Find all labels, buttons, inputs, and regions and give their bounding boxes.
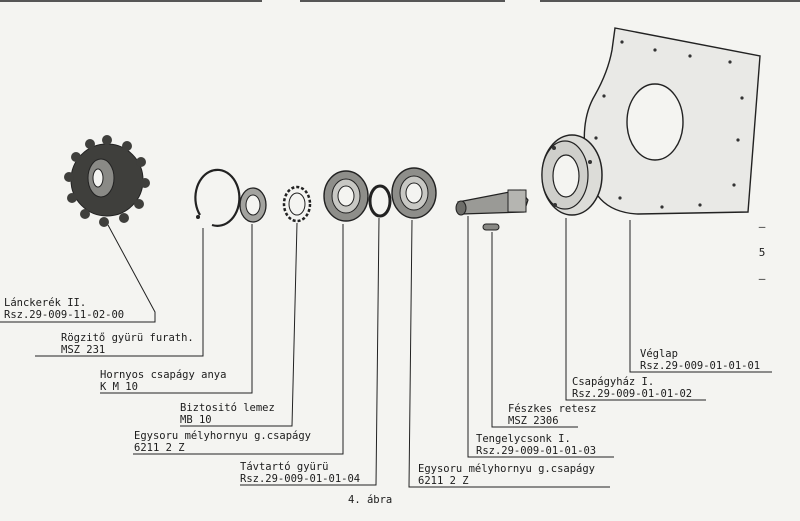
leader-lines bbox=[0, 216, 772, 488]
part-name: Fészkes retesz bbox=[508, 403, 597, 415]
page-number: – 5 – bbox=[758, 220, 766, 285]
leader-tavtarto bbox=[240, 217, 380, 486]
label-tengelycsonk: Tengelycsonk I. Rsz.29-009-01-01-03 bbox=[476, 433, 596, 457]
leader-hornyos bbox=[100, 224, 253, 394]
lanckerek-part bbox=[64, 135, 150, 227]
part-code: Rsz.29-009-01-01-02 bbox=[572, 388, 693, 400]
label-veglap: Véglap Rsz.29-009-01-01-01 bbox=[640, 348, 760, 372]
part-name: Egysoru mélyhornyu g.csapágy bbox=[418, 463, 596, 475]
veglap-part bbox=[583, 27, 761, 215]
leader-veglap bbox=[629, 220, 772, 373]
part-code: MSZ 2306 bbox=[508, 415, 559, 427]
leader-csapagyhaz bbox=[565, 218, 706, 401]
label-biztosito: Biztositó lemez MB 10 bbox=[180, 402, 275, 426]
leader-tengelycsonk bbox=[467, 216, 614, 458]
label-egysoru1: Egysoru mélyhornyu g.csapágy 6211 2 Z bbox=[134, 430, 311, 454]
part-name: Tengelycsonk I. bbox=[476, 433, 571, 445]
part-code: 6211 2 Z bbox=[418, 475, 469, 487]
label-rogzito: Rögzitő gyürü furath. MSZ 231 bbox=[61, 332, 194, 356]
figure-caption: 4. ábra bbox=[348, 494, 393, 506]
part-code: Rsz.29-009-01-01-01 bbox=[640, 360, 761, 372]
part-code: 6211 2 Z bbox=[134, 442, 185, 454]
part-name: Lánckerék II. bbox=[4, 297, 87, 309]
label-csapagyhaz: Csapágyház I. Rsz.29-009-01-01-02 bbox=[572, 376, 692, 400]
biztosito-lemez-part bbox=[282, 185, 312, 223]
part-code: K M 10 bbox=[100, 381, 138, 393]
feszkes-retesz-part bbox=[482, 223, 500, 231]
label-hornyos: Hornyos csapágy anya K M 10 bbox=[100, 369, 226, 393]
part-code: MSZ 231 bbox=[61, 344, 106, 356]
part-name: Hornyos csapágy anya bbox=[100, 369, 227, 381]
part-name: Egysoru mélyhornyu g.csapágy bbox=[134, 430, 312, 442]
part-name: Véglap bbox=[640, 348, 678, 360]
leader-biztosito bbox=[180, 222, 298, 427]
leader-egysoru2 bbox=[408, 219, 610, 488]
page-number-value: 5 bbox=[758, 246, 766, 259]
part-name: Távtartó gyürü bbox=[240, 461, 329, 473]
csapagyhaz-part bbox=[541, 134, 603, 216]
leader-lanckerek bbox=[0, 224, 156, 323]
part-name: Biztositó lemez bbox=[180, 402, 275, 414]
rogzito-ring-part bbox=[194, 168, 241, 227]
part-code: Rsz.29-009-11-02-00 bbox=[4, 309, 125, 321]
part-code: MB 10 bbox=[180, 414, 212, 426]
leader-feszkes bbox=[491, 232, 578, 428]
label-tavtarto: Távtartó gyürü Rsz.29-009-01-01-04 bbox=[240, 461, 360, 485]
leader-egysoru1 bbox=[133, 224, 344, 455]
label-feszkes: Fészkes retesz MSZ 2306 bbox=[508, 403, 597, 427]
leader-rogzito bbox=[35, 228, 204, 357]
egysoru-bearing-1-part bbox=[323, 170, 369, 222]
tavtarto-ring-part bbox=[368, 184, 392, 218]
tengelycsonk-part bbox=[455, 189, 529, 216]
part-code: Rsz.29-009-01-01-04 bbox=[240, 473, 361, 485]
part-name: Rögzitő gyürü furath. bbox=[61, 332, 194, 344]
egysoru-bearing-2-part bbox=[391, 167, 437, 219]
hornyos-anya-part bbox=[239, 187, 267, 223]
part-name: Csapágyház I. bbox=[572, 376, 655, 388]
part-code: Rsz.29-009-01-01-03 bbox=[476, 445, 597, 457]
label-lanckerek: Lánckerék II. Rsz.29-009-11-02-00 bbox=[4, 297, 124, 321]
label-egysoru2: Egysoru mélyhornyu g.csapágy 6211 2 Z bbox=[418, 463, 595, 487]
